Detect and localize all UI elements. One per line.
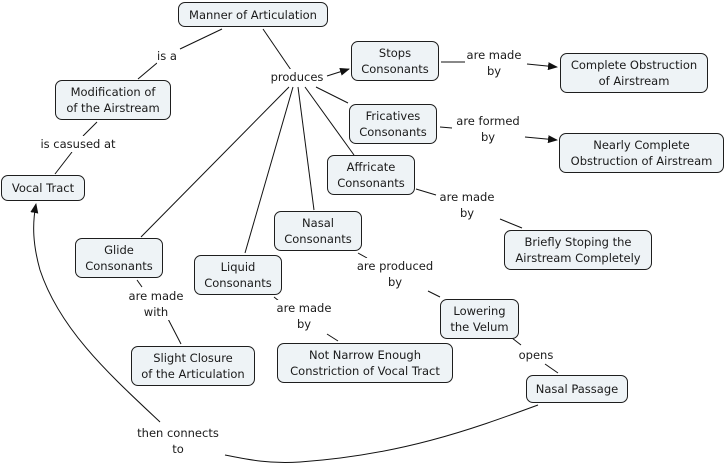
node-modification-of-airstream[interactable]: Modification of of the Airstream: [55, 80, 171, 120]
node-not-narrow-enough[interactable]: Not Narrow Enough Constriction of Vocal …: [277, 343, 453, 383]
line-isa-modification: [137, 62, 158, 80]
line-glide-label: [136, 279, 143, 288]
line-label-lowering: [427, 290, 441, 298]
link-label-nasal-produced-by: are produced by: [356, 258, 434, 290]
line-label-notnarrow: [326, 333, 339, 342]
node-fricatives-consonants[interactable]: Fricatives Consonants: [349, 104, 437, 144]
line-caused-vocal: [54, 151, 73, 175]
link-label-glide-made-with: are made with: [128, 288, 184, 320]
node-manner-of-articulation[interactable]: Manner of Articulation: [178, 2, 328, 27]
line-fricatives-label: [439, 126, 453, 129]
line-manner-produces: [262, 28, 292, 71]
link-label-liquid-made-by: are made by: [276, 300, 332, 332]
node-stops-consonants[interactable]: Stops Consonants: [351, 41, 439, 81]
link-label-is-caused-at: is casused at: [40, 136, 116, 152]
curve-nasalpassage-label: [224, 404, 539, 463]
line-produces-nasal: [297, 86, 315, 211]
line-produces-fricatives: [315, 86, 349, 104]
line-produces-glide: [140, 86, 290, 238]
line-modification-caused: [82, 121, 98, 137]
node-lowering-the-velum[interactable]: Lowering the Velum: [440, 299, 519, 339]
node-vocal-tract[interactable]: Vocal Tract: [1, 175, 85, 201]
line-manner-isa: [179, 28, 223, 50]
link-label-opens: opens: [518, 347, 554, 363]
link-label-then-connects-to: then connects to: [137, 425, 219, 457]
node-nasal-consonants[interactable]: Nasal Consonants: [274, 211, 362, 251]
node-glide-consonants[interactable]: Glide Consonants: [75, 238, 163, 278]
link-label-affricate-made-by: are made by: [439, 189, 495, 221]
line-label-nearly: [524, 135, 558, 144]
curve-label-vocaltract: [30, 203, 161, 423]
line-nasal-label: [357, 252, 368, 259]
line-label-complete: [526, 62, 558, 71]
link-label-is-a: is a: [157, 48, 177, 64]
link-label-produces: produces: [270, 69, 324, 85]
node-nearly-complete-obstruction[interactable]: Nearly Complete Obstruction of Airstream: [559, 133, 724, 173]
link-label-fricatives-formed-by: are formed by: [456, 113, 520, 145]
node-affricate-consonants[interactable]: Affricate Consonants: [327, 155, 415, 195]
line-lowering-opens: [511, 337, 522, 346]
line-produces-stops: [326, 67, 350, 77]
line-produces-liquid: [244, 86, 294, 254]
line-label-briefly: [499, 218, 523, 229]
node-complete-obstruction[interactable]: Complete Obstruction of Airstream: [560, 53, 708, 93]
node-nasal-passage[interactable]: Nasal Passage: [526, 375, 628, 403]
line-opens-nasalpassage: [544, 363, 559, 374]
line-affricate-label: [415, 188, 437, 196]
node-slight-closure[interactable]: Slight Closure of the Articulation: [131, 346, 255, 386]
node-briefly-stoping[interactable]: Briefly Stoping the Airstream Completely: [504, 230, 652, 270]
node-liquid-consonants[interactable]: Liquid Consonants: [194, 255, 282, 295]
link-label-stops-made-by: are made by: [466, 47, 522, 79]
line-produces-affricate: [304, 86, 355, 156]
